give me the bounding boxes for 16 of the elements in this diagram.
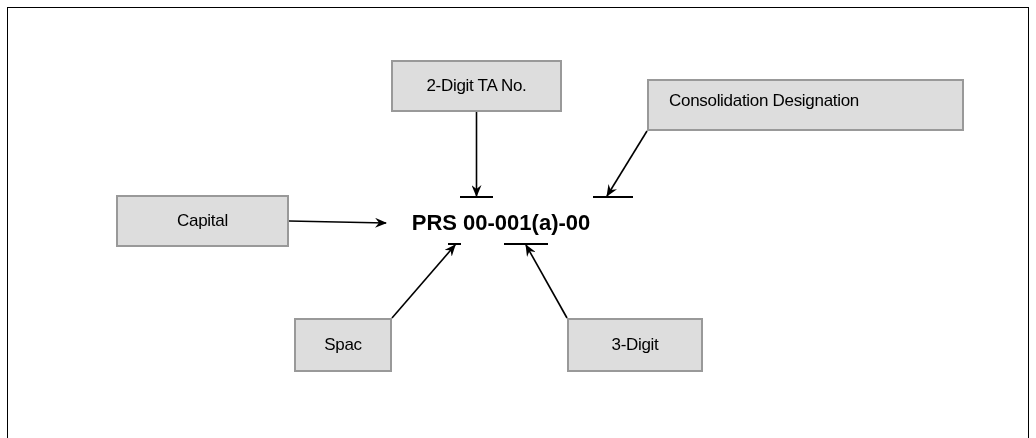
label-text: Consolidation Designation <box>669 91 860 111</box>
arrow <box>391 244 456 319</box>
label-box <box>294 318 392 372</box>
label-text: Capital <box>177 211 228 231</box>
label-box <box>567 318 703 372</box>
designation-code: PRS 00-001(a)-00 <box>411 210 591 236</box>
arrow <box>525 244 568 319</box>
label-text: Spac <box>324 335 362 355</box>
arrow <box>471 111 482 197</box>
arrow <box>606 130 648 197</box>
label-box <box>391 60 562 112</box>
label-box <box>116 195 289 247</box>
label-text: 2-Digit TA No. <box>426 76 527 96</box>
label-box <box>647 79 964 131</box>
arrow <box>288 217 387 228</box>
label-text: 3-Digit <box>611 335 659 355</box>
